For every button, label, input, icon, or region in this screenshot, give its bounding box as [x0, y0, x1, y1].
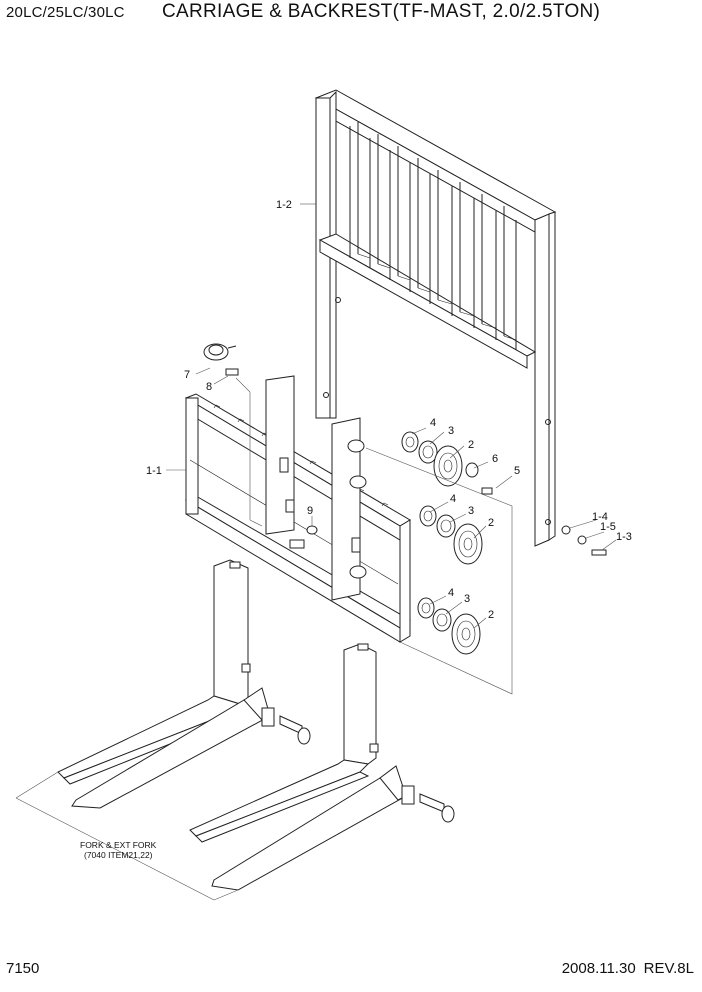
callout-3-top: 3	[448, 425, 454, 437]
backrest-frame	[314, 89, 557, 547]
small-washer-bolt	[465, 462, 493, 495]
side-bolt-set	[561, 525, 607, 556]
callout-9: 9	[307, 505, 313, 517]
leader-lines	[15, 203, 617, 901]
callout-6: 6	[492, 453, 498, 465]
callout-3-low: 3	[464, 593, 470, 605]
callout-8: 8	[206, 381, 212, 393]
callout-1-4: 1-4	[592, 511, 608, 523]
carriage-frame	[184, 375, 411, 643]
pin-part	[306, 525, 318, 535]
callout-1-2: 1-2	[276, 199, 292, 211]
page-title: CARRIAGE & BACKREST(TF-MAST, 2.0/2.5TON)	[162, 1, 601, 22]
revision-info: 2008.11.30 REV.8L	[562, 960, 694, 977]
callout-1-1: 1-1	[146, 465, 162, 477]
revision-date: 2008.11.30	[561, 960, 636, 977]
callout-3-mid: 3	[468, 505, 474, 517]
fork-left	[57, 559, 311, 809]
revision-code: REV.8L	[643, 960, 694, 977]
callout-2-low: 2	[488, 609, 494, 621]
roller-set-low	[417, 597, 481, 655]
model-label: 20LC/25LC/30LC	[6, 4, 125, 21]
callout-5: 5	[514, 465, 520, 477]
callout-7: 7	[184, 369, 190, 381]
callout-1-5: 1-5	[600, 521, 616, 533]
fork-note-line2: (7040 ITEM21,22)	[84, 850, 153, 860]
callout-1-3: 1-3	[616, 531, 632, 543]
fork-note-line1: FORK & EXT FORK	[80, 840, 157, 850]
callout-4-low: 4	[448, 587, 454, 599]
callout-2-mid: 2	[488, 517, 494, 529]
callout-4-top: 4	[430, 417, 436, 429]
callout-2-top: 2	[468, 439, 474, 451]
fork-right	[189, 643, 455, 891]
grease-nipple-part	[203, 343, 237, 361]
nipple-bolt-part	[225, 368, 239, 376]
roller-set-top	[401, 431, 463, 487]
page-number: 7150	[6, 960, 40, 977]
callout-4-mid: 4	[450, 493, 456, 505]
